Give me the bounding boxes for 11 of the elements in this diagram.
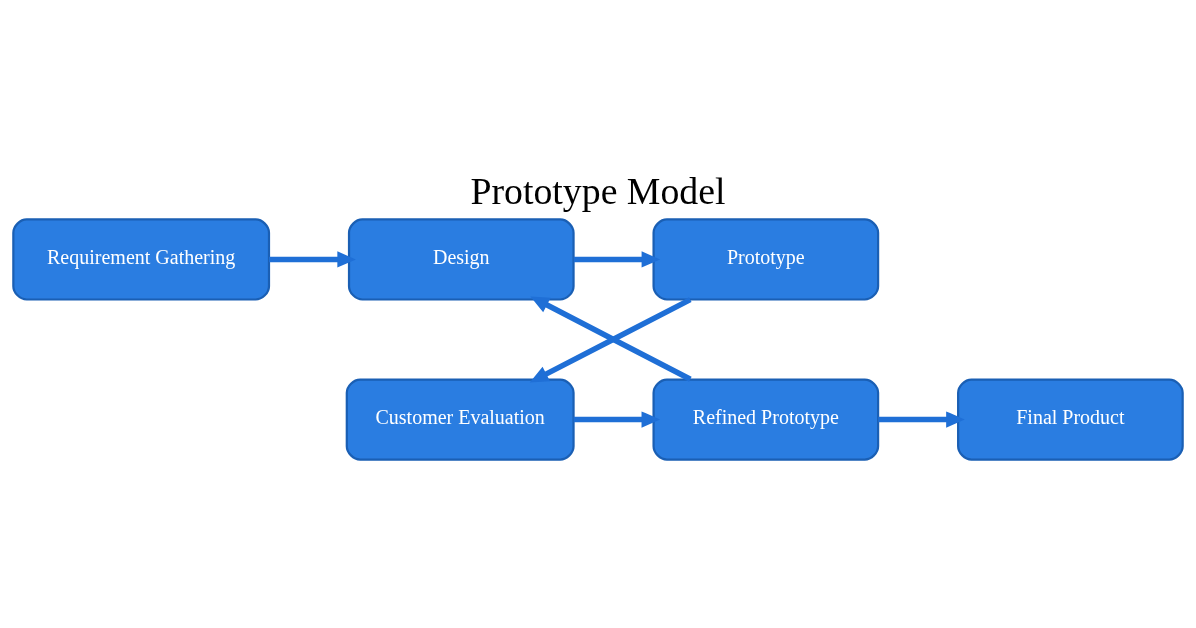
diagram-title: Prototype Model bbox=[470, 169, 726, 212]
arrow bbox=[878, 410, 965, 428]
node-box: Prototype bbox=[652, 217, 880, 301]
node-box: Requirement Gathering bbox=[12, 217, 271, 301]
node-box: Final Product bbox=[957, 377, 1184, 461]
node-box: Refined Prototype bbox=[652, 377, 880, 461]
node-box: Customer Evaluation bbox=[345, 377, 575, 461]
arrow bbox=[573, 410, 661, 428]
arrow bbox=[573, 250, 661, 268]
arrow bbox=[269, 250, 356, 268]
node-box: Design bbox=[347, 217, 575, 301]
